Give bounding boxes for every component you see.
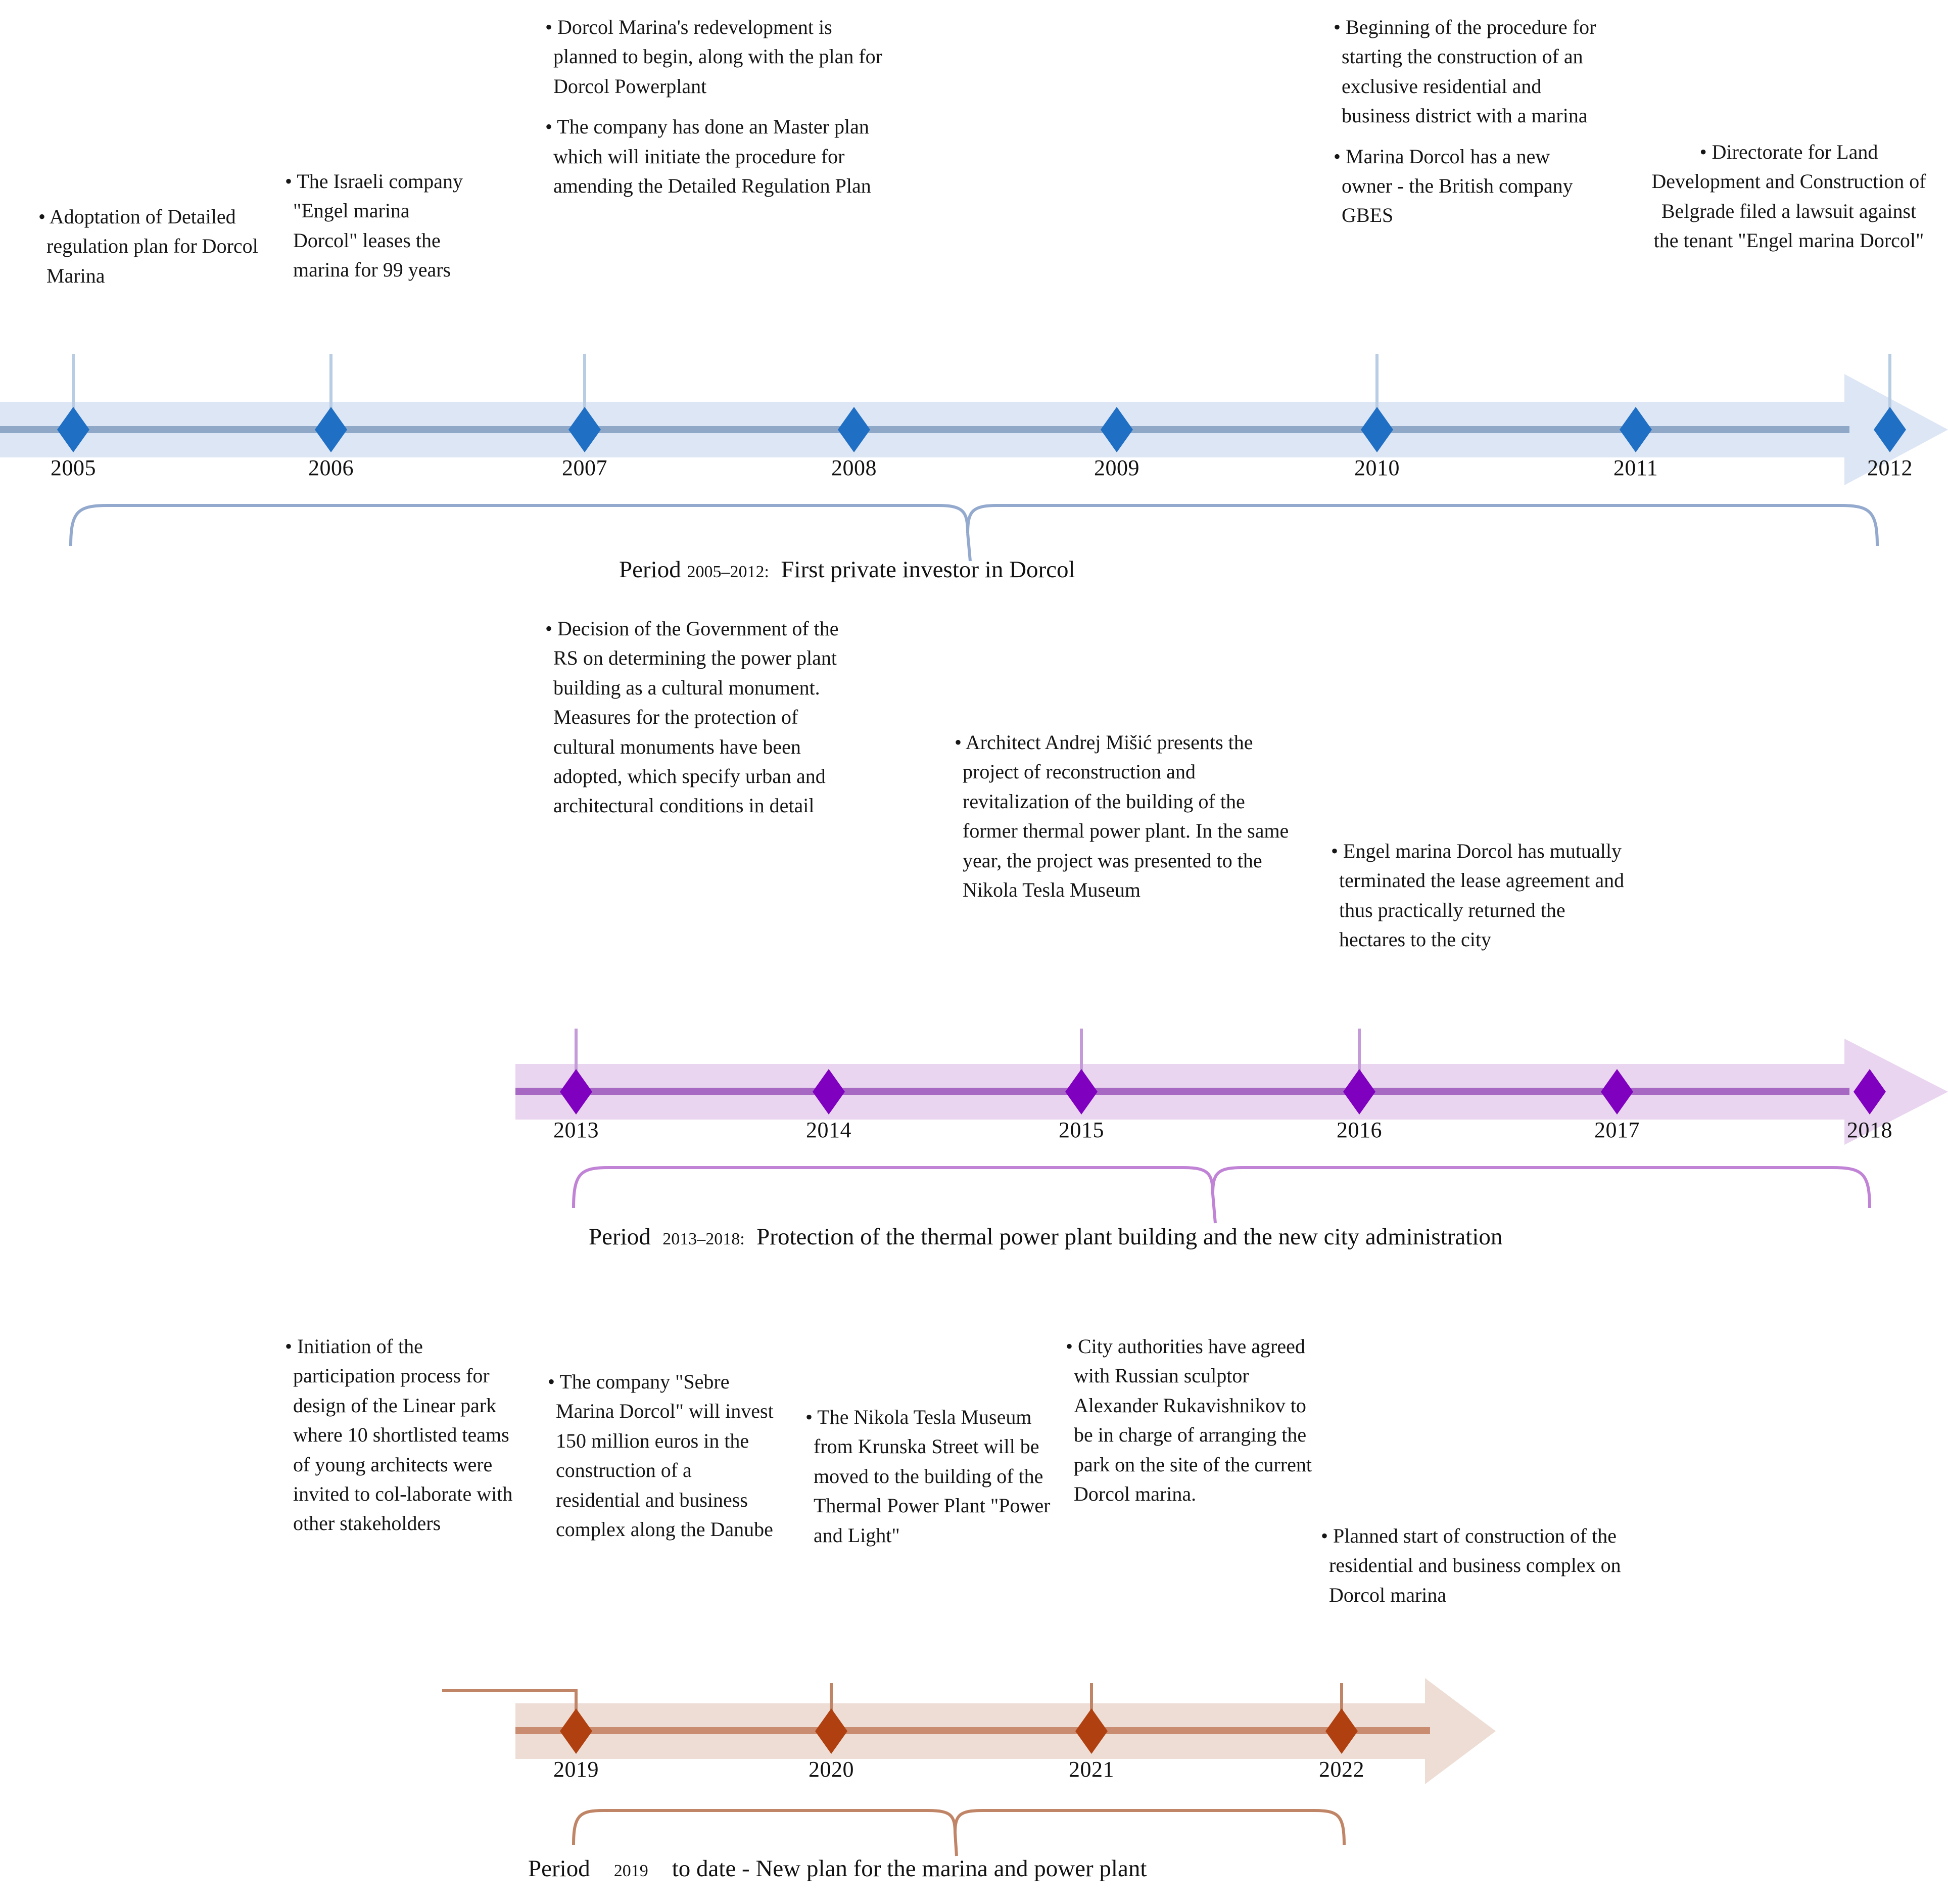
- year-label-2019: 2019: [553, 1757, 599, 1782]
- event-2015: • Architect Andrej Mišić presents the pr…: [955, 731, 1289, 901]
- year-label-2021: 2021: [1069, 1757, 1114, 1782]
- year-label-2018: 2018: [1847, 1118, 1892, 1142]
- event-2019-sebre-marina: • The company "Sebre Marina Dorcol" will…: [548, 1370, 774, 1541]
- event-2022: • Planned start of construction of the r…: [1321, 1524, 1621, 1606]
- year-label-2010: 2010: [1354, 455, 1400, 480]
- period-3-caption-prefix: Period: [528, 1855, 590, 1882]
- year-label-2008: 2008: [831, 455, 877, 480]
- event-2006: • The Israeli company "Engel marina Dorc…: [285, 170, 463, 282]
- period-3-markers: [560, 1708, 1358, 1754]
- event-2021: • City authorities have agreed with Russ…: [1066, 1335, 1312, 1505]
- period-3-caption: Period 2019 to date - New plan for the m…: [528, 1855, 1147, 1882]
- year-label-2020: 2020: [809, 1757, 854, 1782]
- period-1-markers: [57, 407, 1906, 452]
- period-2-markers: [560, 1069, 1886, 1114]
- year-label-2014: 2014: [806, 1118, 851, 1142]
- period-3-connectors: [442, 1683, 1343, 1731]
- year-label-2009: 2009: [1094, 455, 1139, 480]
- period-2-band: [515, 1039, 1948, 1145]
- period-1-connectors: [72, 354, 1891, 430]
- period-2-connectors: [575, 1029, 1361, 1092]
- year-label-2015: 2015: [1059, 1118, 1104, 1142]
- period-3-caption-years: 2019: [613, 1862, 648, 1880]
- period-2-caption: Period 2013–2018: Protection of the ther…: [589, 1223, 1502, 1250]
- period-1-brace: [69, 504, 1879, 546]
- event-2010: • Beginning of the procedure for startin…: [1334, 16, 1596, 227]
- period-2-caption-prefix: Period: [589, 1224, 651, 1250]
- period-1-caption-text: First private investor in Dorcol: [781, 556, 1075, 583]
- event-2012: • Directorate for Land Development and C…: [1651, 141, 1926, 252]
- year-label-2022: 2022: [1319, 1757, 1364, 1782]
- event-2016: • Engel marina Dorcol has mutually termi…: [1331, 840, 1625, 951]
- year-label-2011: 2011: [1613, 455, 1658, 480]
- period-2-caption-text: Protection of the thermal power plant bu…: [756, 1224, 1503, 1250]
- period-3-caption-text: to date - New plan for the marina and po…: [672, 1855, 1147, 1882]
- period-1-caption-years: 2005–2012:: [687, 563, 769, 581]
- period-3-brace-tip: [954, 1832, 958, 1856]
- period-2-axis-line: [515, 1088, 1849, 1095]
- event-2020: • The Nikola Tesla Museum from Krunska S…: [805, 1406, 1051, 1547]
- period-1-caption: Period 2005–2012: First private investor…: [619, 556, 1075, 583]
- year-label-2005: 2005: [51, 455, 96, 480]
- event-2007: • Dorcol Marina's redevelopment is plann…: [545, 16, 882, 197]
- period-2-caption-years: 2013–2018:: [662, 1230, 745, 1248]
- year-label-2016: 2016: [1337, 1118, 1382, 1142]
- period-3-axis-line: [515, 1727, 1430, 1734]
- year-label-2017: 2017: [1594, 1118, 1640, 1142]
- period-2-brace: [572, 1166, 1871, 1209]
- year-label-2013: 2013: [553, 1118, 599, 1142]
- period-1-caption-prefix: Period: [619, 556, 681, 583]
- period-1-axis-line: [0, 426, 1849, 433]
- year-label-2006: 2006: [308, 455, 354, 480]
- period-2-brace-tip: [1211, 1193, 1217, 1224]
- period-3-brace: [572, 1809, 1346, 1845]
- event-2019-linear-park: • Initiation of the participation proces…: [285, 1335, 513, 1535]
- event-2005: • Adoptation of Detailed regulation plan…: [38, 205, 258, 287]
- period-2-axis: [515, 1029, 1948, 1224]
- event-2013: • Decision of the Government of the RS o…: [545, 617, 839, 817]
- year-label-2012: 2012: [1867, 455, 1913, 480]
- year-label-2007: 2007: [562, 455, 607, 480]
